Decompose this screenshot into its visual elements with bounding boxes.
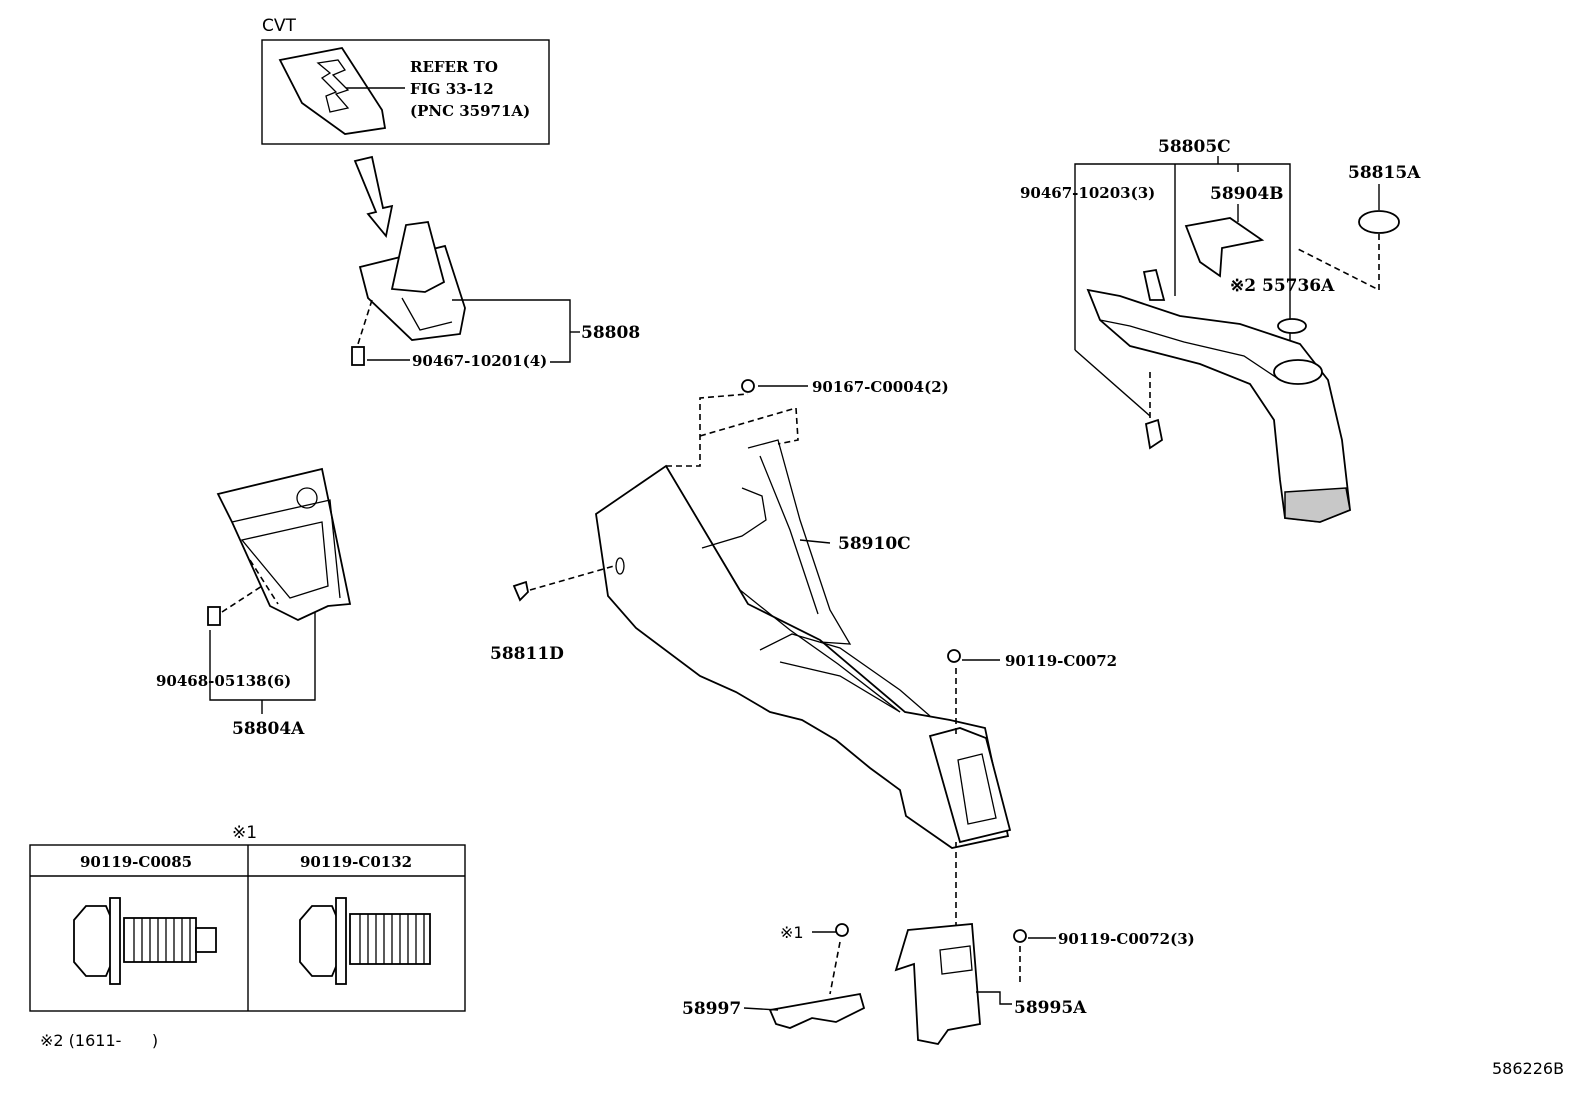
refer-line-2: FIG 33-12 (410, 80, 494, 98)
refer-line-3: (PNC 35971A) (410, 102, 530, 120)
footnote: ※2 (1611- ) (40, 1031, 158, 1050)
cvt-label: CVT (262, 16, 296, 36)
bolt-table-col1: 90119-C0085 (80, 853, 192, 871)
part-58904b-drawing (1184, 217, 1265, 278)
bolt-table: ※1 90119-C0085 90119-C0132 (29, 823, 466, 1012)
screw-icon (741, 379, 755, 393)
label-90468-05138: 90468-05138(6) (156, 672, 291, 690)
cvt-reference-box (261, 39, 550, 145)
label-58805c: 58805C (1158, 137, 1231, 157)
label-90467-10203: 90467-10203(3) (1020, 184, 1155, 202)
label-90167-c0004: 90167-C0004(2) (812, 378, 949, 396)
console-body-drawing (595, 464, 1010, 849)
shift-boot-group: 58808 90467-10201(4) (351, 221, 640, 370)
bolt-icon (947, 649, 961, 663)
label-58811d: 58811D (490, 644, 564, 664)
label-90467-10201: 90467-10201(4) (412, 352, 547, 370)
bolt-table-col2: 90119-C0132 (300, 853, 412, 871)
bracket-58997-drawing (768, 992, 866, 1029)
cvt-reference-group: CVT REFER TO FIG 33-12 (PNC 35971A) (261, 16, 550, 145)
label-58995a: 58995A (1014, 998, 1087, 1018)
panel-58804a-drawing (216, 467, 352, 621)
label-55736a: ※2 55736A (1230, 276, 1335, 296)
label-58997: 58997 (682, 999, 741, 1019)
bracket-58997-group: ※1 58997 (682, 923, 866, 1029)
panel-58804a-group: 90468-05138(6) 58804A (156, 467, 352, 739)
clip-icon-2 (207, 606, 221, 626)
label-58904b: 58904B (1210, 184, 1284, 204)
bracket-58995a-group: 90119-C0072(3) 58995A (894, 923, 1195, 1045)
bolt-c0132-icon (299, 897, 431, 985)
bracket-58995a-drawing (894, 923, 981, 1045)
clip-icon-3 (512, 580, 529, 602)
refer-line-1: REFER TO (410, 58, 498, 76)
cap-58815a-drawing (1358, 210, 1400, 234)
cvt-shift-gate (316, 59, 350, 113)
bolt-table-title: ※1 (232, 823, 257, 843)
clip-icon (351, 346, 365, 366)
label-58808: 58808 (581, 323, 640, 343)
clip-icon-4 (1144, 418, 1164, 450)
diagram-id: 586226B (1492, 1059, 1564, 1078)
label-58815a: 58815A (1348, 163, 1421, 183)
bolt-icon-3 (835, 923, 849, 937)
cvt-shift-panel-drawing (278, 47, 387, 135)
label-90119-c0072-3: 90119-C0072(3) (1058, 930, 1195, 948)
rear-console-group: 58805C 90467-10203(3) 58904B 58815A ※2 5… (1020, 137, 1421, 523)
bolt-c0085-icon (73, 897, 217, 985)
bolt-icon-2 (1013, 929, 1027, 943)
down-arrow-icon (353, 155, 394, 239)
label-90119-c0072: 90119-C0072 (1005, 652, 1117, 670)
label-mark1: ※1 (780, 923, 804, 942)
shift-boot-drawing (390, 221, 446, 293)
console-body-group: 90167-C0004(2) 58910C 58811D 90119-C0072 (490, 378, 1117, 928)
label-58804a: 58804A (232, 719, 305, 739)
label-58910c: 58910C (838, 534, 911, 554)
